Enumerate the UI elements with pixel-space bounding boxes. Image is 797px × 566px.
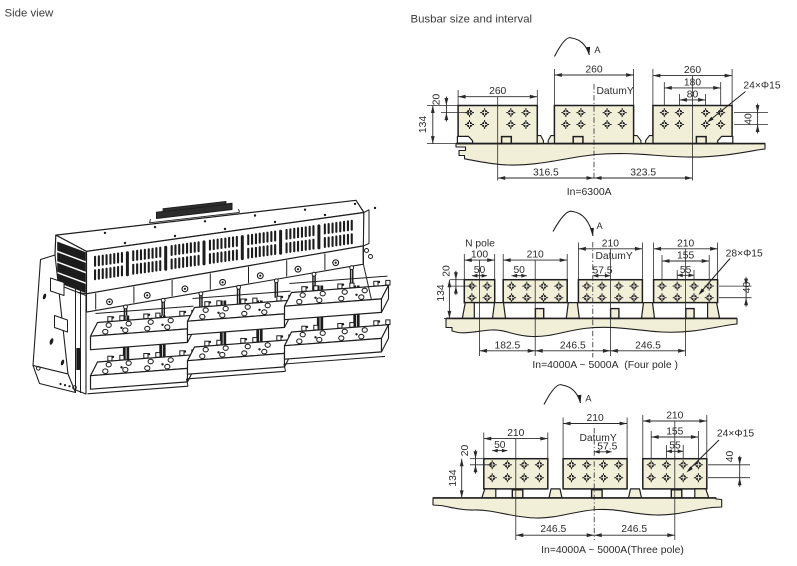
svg-text:210: 210 xyxy=(602,238,619,249)
svg-text:246.5: 246.5 xyxy=(540,524,566,535)
svg-text:In=6300A: In=6300A xyxy=(567,187,612,198)
svg-text:40: 40 xyxy=(742,282,753,294)
svg-text:50: 50 xyxy=(494,440,506,451)
svg-text:20: 20 xyxy=(432,94,443,106)
svg-text:A: A xyxy=(594,45,601,55)
svg-text:Busbar size and interval: Busbar size and interval xyxy=(411,14,533,26)
svg-text:210: 210 xyxy=(666,411,683,422)
svg-text:50: 50 xyxy=(513,265,525,276)
svg-text:In=4000A ~ 5000A (Four pole ): In=4000A ~ 5000A (Four pole ) xyxy=(532,360,678,371)
svg-text:20: 20 xyxy=(460,445,471,457)
svg-text:260: 260 xyxy=(585,65,602,76)
svg-text:DatumY: DatumY xyxy=(596,251,633,262)
svg-text:100: 100 xyxy=(471,250,488,261)
svg-text:80: 80 xyxy=(687,89,699,100)
svg-text:In=4000A ~ 5000A(Three pole): In=4000A ~ 5000A(Three pole) xyxy=(541,545,684,556)
svg-text:DatumY: DatumY xyxy=(597,86,634,97)
svg-text:246.5: 246.5 xyxy=(560,340,586,351)
svg-text:40: 40 xyxy=(725,451,736,463)
svg-text:316.5: 316.5 xyxy=(533,168,559,179)
svg-text:134: 134 xyxy=(418,116,429,133)
svg-text:DatumY: DatumY xyxy=(580,433,617,444)
svg-text:246.5: 246.5 xyxy=(621,524,647,535)
svg-text:24×Φ15: 24×Φ15 xyxy=(743,81,780,92)
svg-text:50: 50 xyxy=(474,265,486,276)
svg-text:210: 210 xyxy=(587,413,604,424)
svg-text:210: 210 xyxy=(677,238,694,249)
svg-text:155: 155 xyxy=(666,427,683,438)
svg-text:182.5: 182.5 xyxy=(495,340,521,351)
svg-text:260: 260 xyxy=(684,65,701,76)
svg-text:323.5: 323.5 xyxy=(630,168,656,179)
svg-text:210: 210 xyxy=(527,250,544,261)
svg-text:Side view: Side view xyxy=(5,7,55,19)
svg-text:A: A xyxy=(597,221,604,231)
svg-text:260: 260 xyxy=(489,86,506,97)
svg-text:246.5: 246.5 xyxy=(635,340,661,351)
svg-text:28×Φ15: 28×Φ15 xyxy=(726,249,763,260)
svg-text:24×Φ15: 24×Φ15 xyxy=(717,429,754,440)
svg-text:40: 40 xyxy=(744,113,755,125)
svg-text:55: 55 xyxy=(669,441,681,452)
svg-text:N pole: N pole xyxy=(465,239,495,250)
svg-text:180: 180 xyxy=(684,77,701,88)
svg-text:155: 155 xyxy=(677,251,694,262)
svg-text:57.5: 57.5 xyxy=(597,441,617,452)
svg-text:A: A xyxy=(585,394,592,404)
svg-text:55: 55 xyxy=(680,265,692,276)
svg-text:20: 20 xyxy=(441,265,452,277)
svg-text:134: 134 xyxy=(436,284,447,301)
svg-text:134: 134 xyxy=(448,469,459,486)
svg-text:210: 210 xyxy=(507,428,524,439)
svg-text:57.5: 57.5 xyxy=(592,265,612,276)
